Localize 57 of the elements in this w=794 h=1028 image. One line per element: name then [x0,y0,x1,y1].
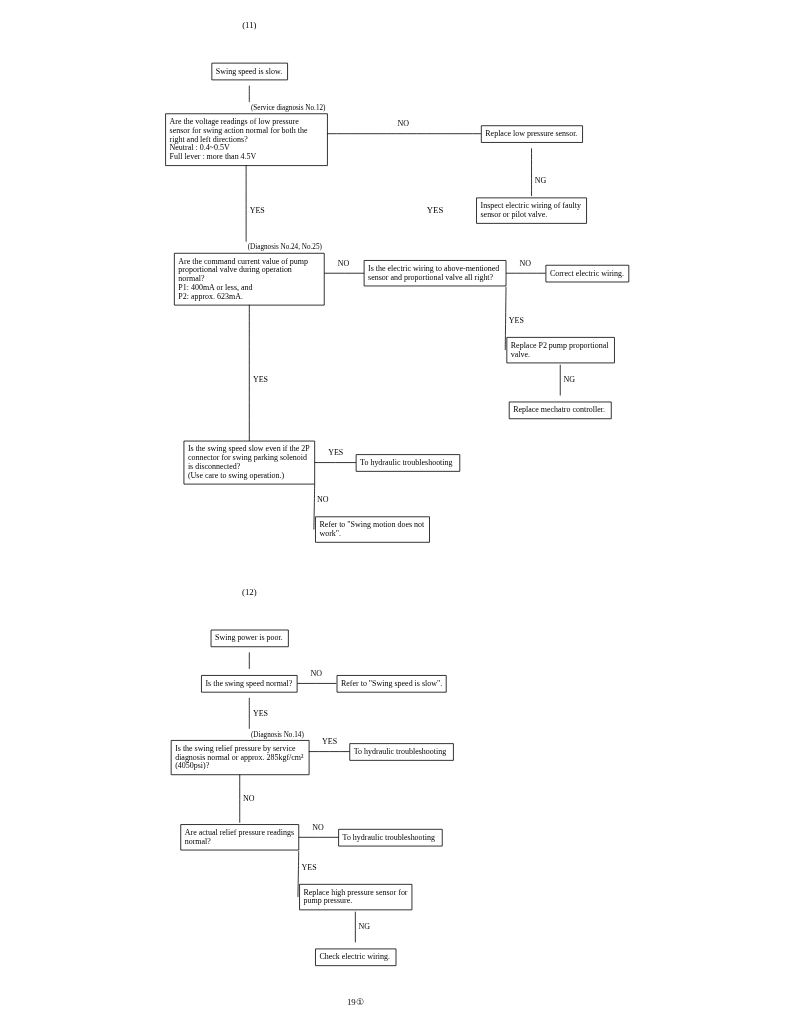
edge-label: NO [519,258,532,268]
node-box: Is the swing speed slow even if the 2P connector for swing parking solenoid is disconnected? (Use care to swing operation.) [183,440,316,485]
connector [314,462,357,463]
edge-label: NG [358,922,371,932]
edge-label: NO [312,822,324,832]
edge-label: NO [242,794,255,804]
edge-label: YES [322,737,338,747]
connector [505,272,547,274]
node-box: To hydraulic troubleshooting [349,743,454,761]
connector [504,286,507,351]
connector [298,836,339,838]
connector [308,751,350,752]
node-box: Is the swing relief pressure by service diagnosis normal or approx. 285kgf/cm² (4050psi)? [170,740,310,776]
edge-label: NO [397,119,410,129]
connector [239,774,241,824]
connector [296,683,337,684]
edge-label: YES [252,708,268,718]
node-box: Swing power is poor. [210,629,289,648]
node-box: Replace high pressure sensor for pump pressure. [299,883,413,911]
connector [248,304,250,442]
edge-label: NO [310,668,323,678]
node-box: To hydraulic troubleshooting [355,454,461,472]
node-box: Replace low pressure sensor. [480,125,583,143]
label: (12) [242,586,257,597]
node-box: Refer to "Swing motion does not work". [315,516,430,543]
connector [326,133,482,135]
edge-label: YES [508,315,524,325]
node-box: Swing speed is slow. [211,62,288,81]
node-box: Check electric wiring. [315,948,397,967]
node-box: Replace P2 pump proportional valve. [506,337,615,364]
node-box: Is the electric wiring to above-mentioned sensor and proportional valve all right? [363,260,507,287]
connector [531,147,532,197]
node-box: Are the voltage readings of low pressure sensor for swing action normal for both the right and left directions? Neutral : 0.4~0.5V Full lever : more than 4.5V [165,113,328,166]
node-box: Is the swing speed normal? [201,675,298,693]
node-box: To hydraulic troubleshooting [338,828,443,847]
edge-label: NO [317,495,329,505]
node-box: Correct electric wiring. [545,264,630,283]
edge-label: YES [252,375,268,385]
edge-label: YES [328,448,344,457]
edge-label: YES [301,862,317,872]
label: YES [426,204,444,215]
label: 19① [346,996,364,1007]
connector [297,850,300,898]
node-box: Are actual relief pressure readings normal? [180,824,300,851]
connector [323,272,365,274]
node-box: Replace mechatro controller. [508,401,612,420]
node-box: Are the command current value of pump proportional valve during operation normal? P1: 400mA or less, and P2: approx. 623mA. [173,252,325,306]
edge-label: YES [249,206,265,216]
edge-label: NG [534,176,547,186]
edge-label: NO [337,258,350,268]
connector [354,911,356,943]
connector [313,483,316,530]
label: (11) [242,19,257,30]
connector [245,164,247,243]
node-box: Inspect electric wiring of faulty sensor or pilot valve. [476,197,587,224]
node-box: Refer to "Swing speed is slow". [336,675,447,693]
edge-label: NG [563,375,575,385]
